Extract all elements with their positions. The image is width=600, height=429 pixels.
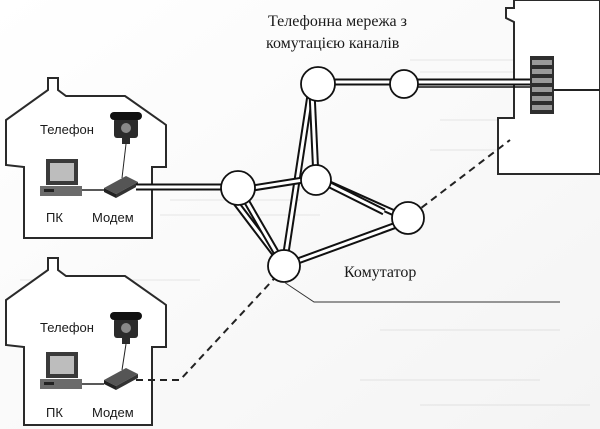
phone-icon — [110, 112, 142, 144]
right-node-server-dashed-link — [411, 139, 511, 216]
switch-node-right — [391, 201, 425, 235]
switch-node-top-right — [389, 69, 419, 99]
switch-nodes — [220, 66, 425, 283]
top-phone-label: Телефон — [40, 122, 94, 137]
switch-node-left — [220, 170, 256, 206]
bottom-house: Телефон ПК Модем — [5, 257, 167, 426]
network-title-line2: комутацією каналів — [266, 35, 400, 52]
top-pc-label: ПК — [46, 210, 63, 225]
phone-modem-cable — [121, 143, 127, 179]
top-modem-label: Модем — [92, 210, 134, 225]
switch-label: Комутатор — [344, 264, 416, 281]
dashed-connections — [136, 139, 511, 381]
pc-icon — [40, 159, 82, 196]
modem-icon — [104, 176, 138, 198]
phone-modem-cable — [121, 343, 127, 371]
pc-icon — [40, 352, 82, 389]
top-house: Телефон ПК Модем — [5, 77, 167, 239]
bottom-modem-dashed-link — [136, 267, 285, 381]
switch-node-bottom — [267, 249, 301, 283]
server-building — [497, 0, 600, 175]
server-rack-icon — [530, 56, 554, 114]
bottom-modem-label: Модем — [92, 405, 134, 420]
switch-node-top-left — [300, 66, 336, 102]
modem-icon — [104, 368, 138, 390]
network-title-line1: Телефонна мережа з — [268, 13, 407, 30]
switch-node-center — [300, 164, 332, 196]
phone-icon — [110, 312, 142, 344]
circuit-path — [136, 78, 530, 270]
bottom-phone-label: Телефон — [40, 320, 94, 335]
switch-leader-line — [283, 281, 560, 303]
bottom-pc-label: ПК — [46, 405, 63, 420]
